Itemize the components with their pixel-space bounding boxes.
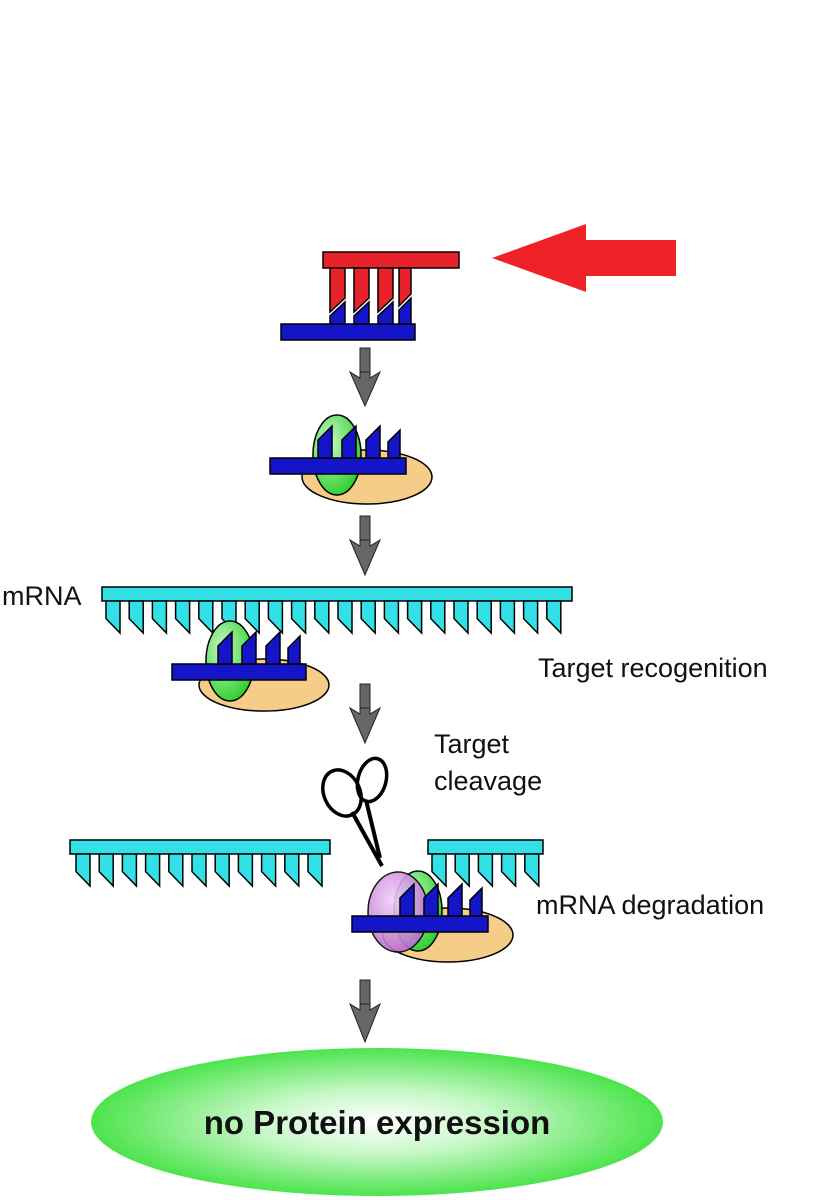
mrna-base — [244, 600, 260, 635]
result-label: no Protein expression — [204, 1104, 551, 1141]
mrna-base — [168, 853, 184, 888]
mrna-label: mRNA — [2, 581, 82, 611]
step-arrow-icon — [348, 979, 382, 1044]
duplex-base-pairs — [329, 267, 412, 325]
mrna-base — [151, 600, 168, 635]
mrna-base — [174, 600, 191, 635]
mrna-base — [499, 600, 516, 635]
mrna-base — [360, 600, 376, 635]
sirna-duplex — [280, 251, 460, 341]
scissors-icon — [321, 756, 389, 867]
mrna-base — [337, 600, 353, 635]
mrna-degradation-label: mRNA degradation — [536, 890, 764, 920]
pointer-arrow-icon — [492, 224, 676, 292]
mrna-base — [307, 853, 323, 888]
antisense-strand-backbone — [280, 323, 416, 341]
mrna-base — [98, 853, 114, 888]
risc-complex-unloaded — [269, 414, 433, 505]
mrna-base — [406, 600, 423, 635]
mrna-base — [214, 853, 230, 888]
nuclease-protein — [367, 871, 429, 953]
risc-complex-bound — [171, 620, 330, 712]
mrna-base — [237, 853, 254, 888]
mrna-base — [431, 853, 447, 888]
mrna-base — [290, 600, 307, 635]
mrna-base — [284, 853, 300, 888]
mrna-base — [477, 853, 494, 888]
guide-strand — [269, 457, 407, 475]
mrna-strand — [101, 586, 573, 635]
risc-complex-degradation — [351, 870, 514, 963]
mrna-base — [198, 600, 214, 635]
mrna-base — [105, 600, 121, 635]
target-recognition-label: Target recogenition — [538, 653, 768, 683]
mrna-base — [500, 853, 517, 888]
mrna-base — [453, 600, 469, 635]
mrna-base — [267, 600, 284, 635]
mrna-fragment-left — [69, 839, 331, 888]
mrna-base — [430, 600, 446, 635]
mrna-base — [454, 853, 470, 888]
mrna-base — [383, 600, 400, 635]
step-arrow-icon — [348, 515, 382, 577]
target-cleavage-label-line1: Target — [434, 729, 510, 759]
sense-strand-backbone — [322, 251, 460, 269]
step-arrow-icon — [348, 683, 382, 745]
target-cleavage-label-line2: cleavage — [434, 766, 542, 796]
result-ellipse — [91, 1048, 663, 1196]
mrna-base — [128, 600, 144, 635]
mrna-base — [522, 600, 539, 635]
mrna-base — [191, 853, 207, 888]
mrna-base — [75, 853, 91, 888]
mrna-base — [546, 600, 562, 635]
mrna-base — [121, 853, 138, 888]
mrna-base — [476, 600, 492, 635]
step-arrow-icon — [348, 347, 382, 408]
mrna-base — [524, 853, 540, 888]
mrna-base — [260, 853, 277, 888]
mrna-base — [314, 600, 330, 635]
mrna-base — [144, 853, 161, 888]
mrna-fragment-right — [427, 839, 544, 888]
